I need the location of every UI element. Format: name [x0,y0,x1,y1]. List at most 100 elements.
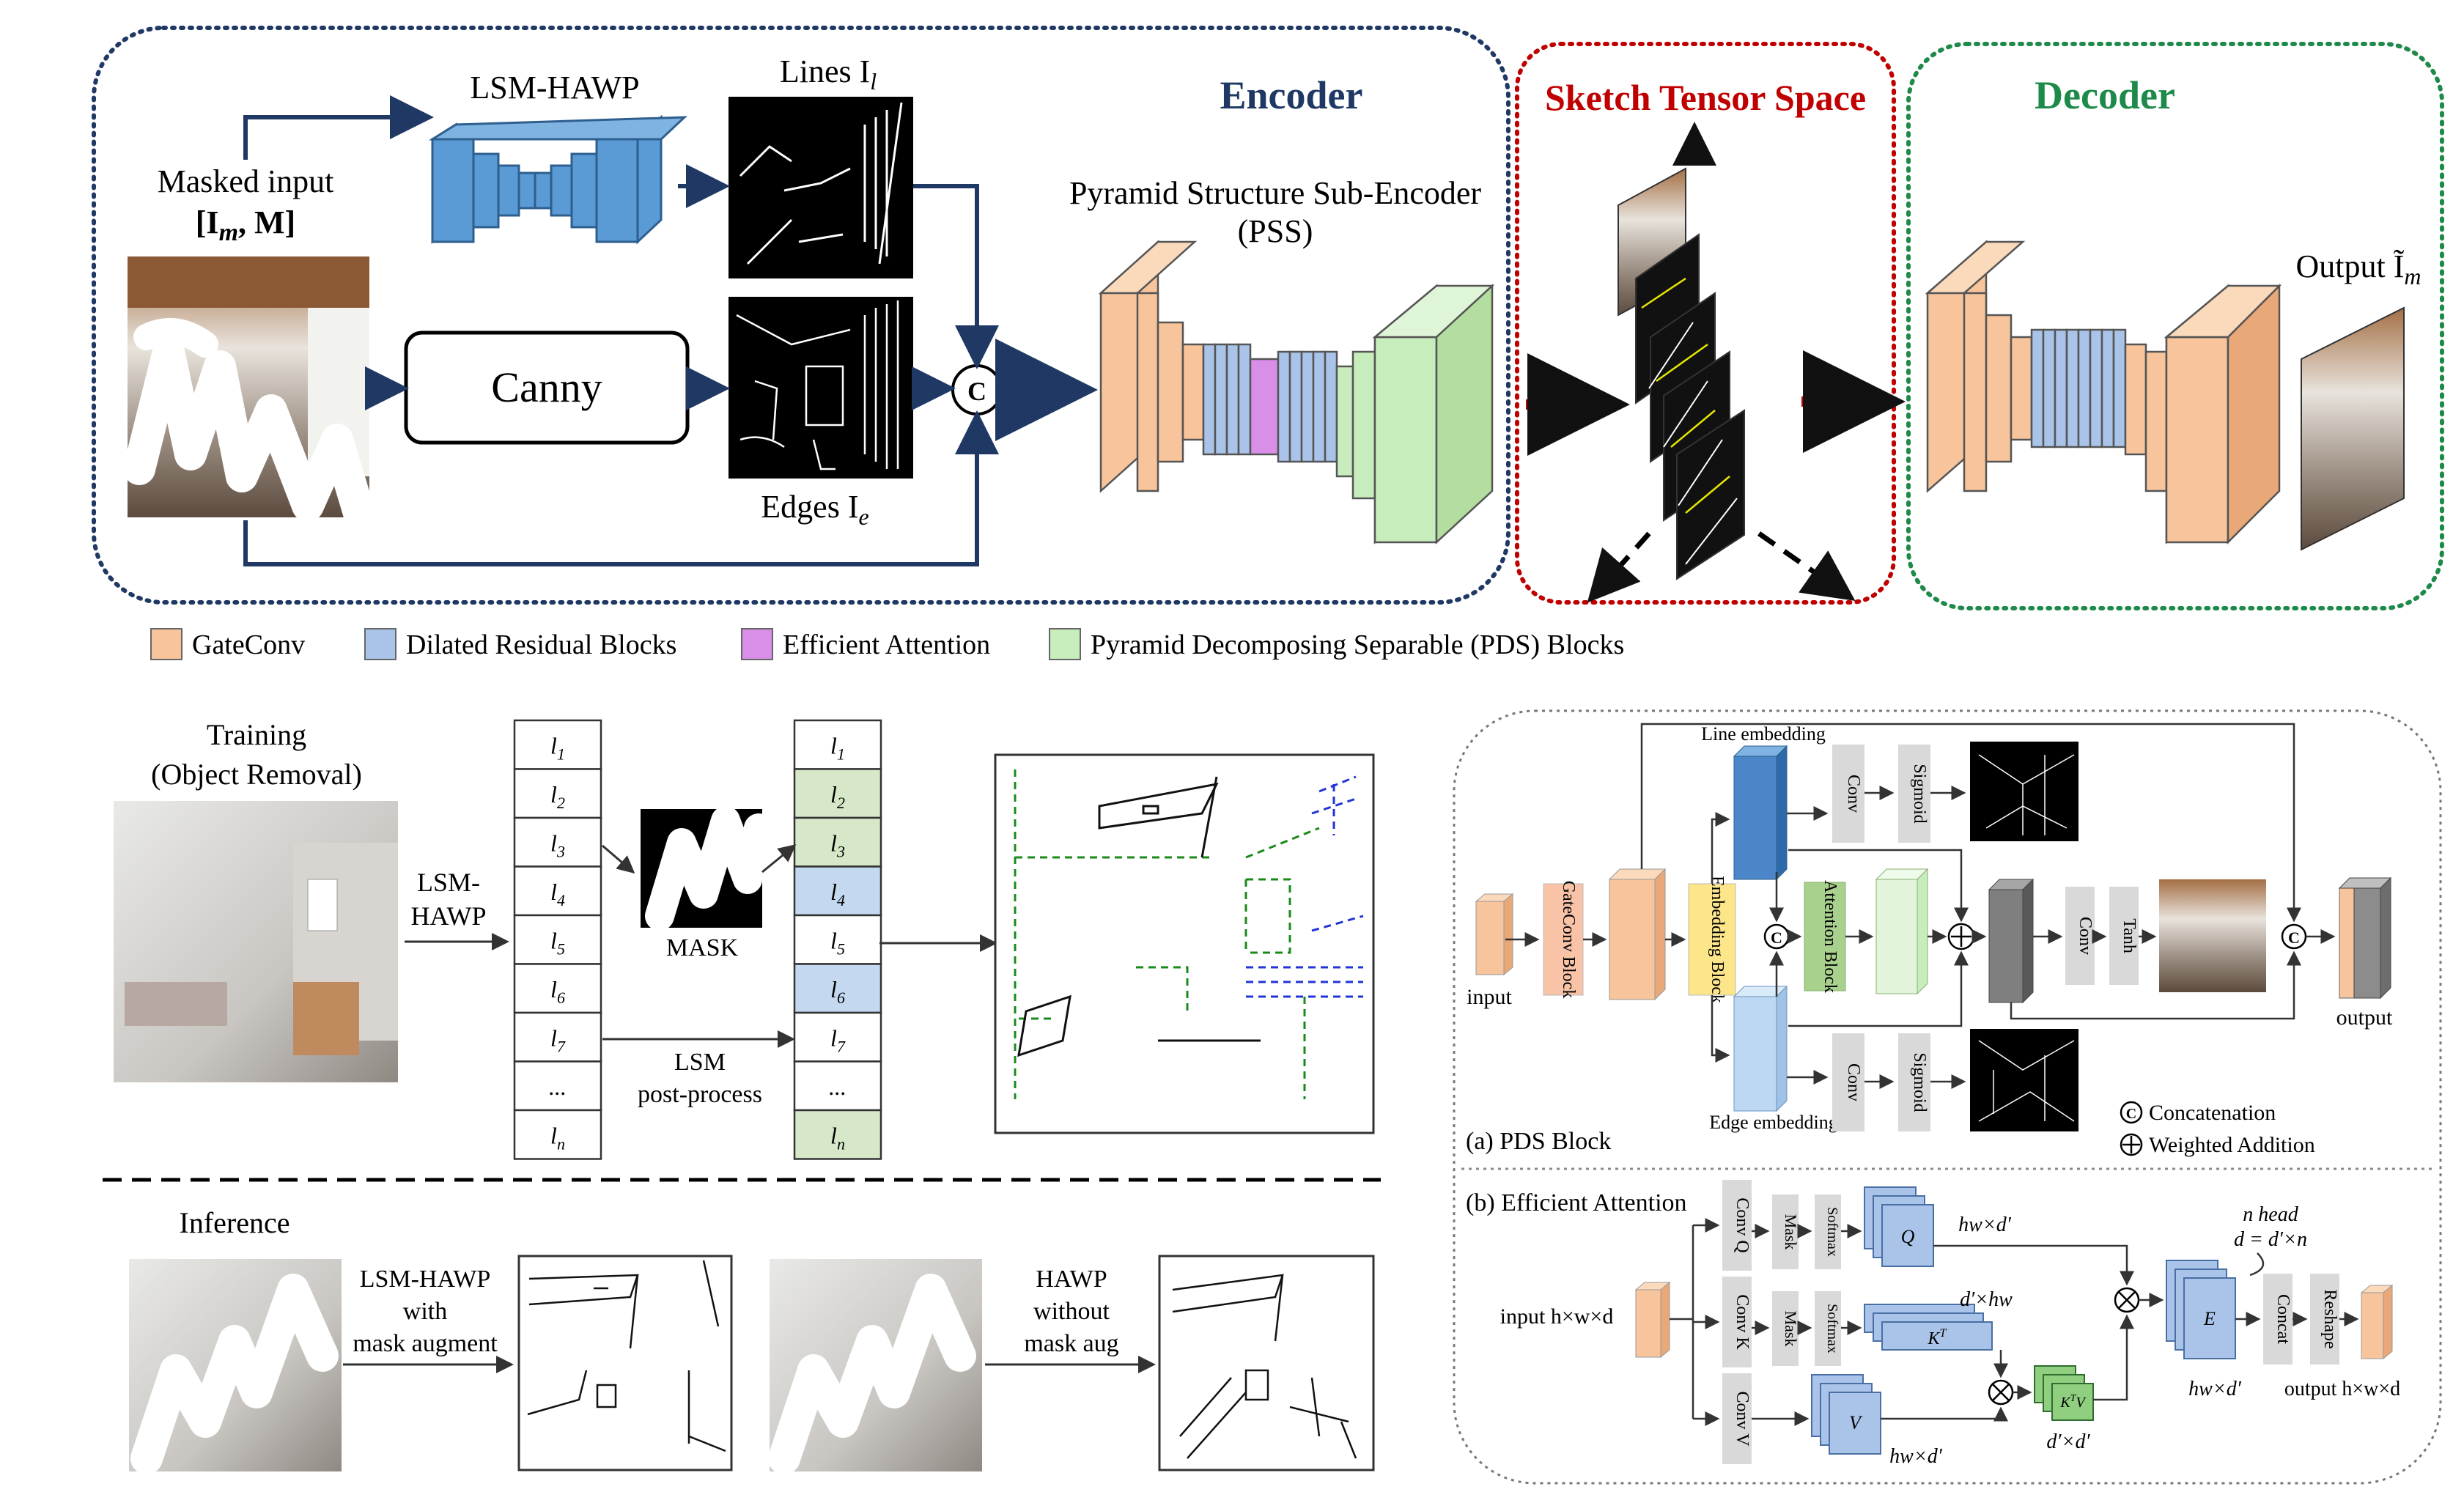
encoder-panel: Encoder [92,26,1511,605]
list-cell [793,914,882,965]
line-embedding-block [1733,745,1788,881]
edge-sigmoid [1898,1033,1930,1131]
edge-sigmoid-label: Sigmoid [1910,1052,1929,1112]
list-cell [513,963,602,1014]
ea-softmax-q: Softmax [1824,1207,1840,1257]
ea-e-stack [2166,1260,2236,1359]
pds-attention-block [1804,882,1846,991]
ea-caption: (b) Efficient Attention [1466,1189,1687,1216]
legend-swatch [741,628,773,660]
ea-ktv-label: KTV [2059,1393,2087,1411]
list-cell [513,1011,602,1063]
inference-lines-2 [1158,1255,1375,1471]
ea-ktv-stack [2034,1365,2094,1421]
list-cell [513,865,602,917]
ea-n-head: n head [2243,1203,2298,1226]
output-label: Output Ĩm [2296,248,2421,289]
pds-mid-block [1608,868,1667,1001]
pss-label-1: Pyramid Structure Sub-Encoder [1069,175,1481,211]
mask-label: MASK [666,934,739,961]
list-cell-label: l2 [550,781,565,812]
legend-item: Dilated Residual Blocks [364,628,676,660]
list-cell-label: l3 [550,830,565,860]
pds-gateconv-block [1543,883,1584,996]
pds-output-concat-symbol: C [2288,928,2300,947]
ea-input-block [1634,1281,1671,1359]
inference-image-1 [129,1259,342,1474]
pds-gateconv-label: GateConv Block [1559,881,1578,999]
ea-e-label: E [2203,1308,2216,1329]
decoder-network [1925,240,2282,545]
pds-weighted-addition-label: Weighted Addition [2149,1133,2315,1157]
list-cell-label: l5 [830,927,845,958]
pds-concatenation-label: Concatenation [2149,1101,2276,1125]
ea-q-label: Q [1901,1226,1915,1247]
ea-kt-label: KT [1928,1327,1947,1348]
lsm-hawp-network [428,114,687,245]
ea-q-stack [1864,1186,1934,1267]
decoder-title: Decoder [2035,73,2175,117]
list-cell [513,1060,602,1112]
list-cell-label: l6 [830,976,845,1007]
pds-tanh [2109,887,2139,985]
lines-label: Lines Il [780,53,877,95]
pds-input-label: input [1467,985,1512,1009]
pss-network [1098,240,1495,544]
pds-conv-label: Conv [2076,917,2095,955]
sketch-arrows [1526,122,1906,603]
list-cell-label: l7 [830,1024,846,1055]
legend: GateConv Dilated Residual Blocks Efficient… [150,628,1624,660]
training-image [114,801,398,1082]
ea-output-label: output h×w×d [2284,1378,2400,1400]
ea-softmax-k: Softmax [1824,1304,1840,1353]
pds-legend-add [2120,1133,2143,1156]
pds-output-block [2338,876,2392,1000]
sketch-title: Sketch Tensor Space [1545,77,1866,118]
ea-reshape-box [2310,1274,2339,1364]
edges-label: Edges Ie [761,489,868,530]
legend-item: Efficient Attention [741,628,990,660]
list-cell-label: l6 [550,976,565,1007]
list-cell-label: ln [550,1122,565,1153]
concat-symbol: C [967,377,986,406]
pds-tanh-label: Tanh [2120,918,2139,953]
ea-conv-v: Conv V [1733,1392,1752,1447]
inf-lsm-1: LSM-HAWP [360,1266,491,1293]
pds-legend-concat: C [2120,1101,2143,1124]
pds-embedding-label: Embedding Block [1708,876,1727,1003]
list-cell [793,1109,882,1160]
mask-image [641,806,773,931]
inference-title: Inference [180,1206,290,1239]
list-cell-label: l1 [550,732,565,763]
mask-arrow-in [602,844,635,874]
canny-label: Canny [491,363,602,411]
ea-concat-box [2263,1274,2293,1364]
ea-q-dim: hw×d′ [1958,1214,2012,1236]
pds-concat-symbol: C [1771,928,1782,947]
ea-connectors [1670,1218,2359,1426]
edge-conv-label: Conv [1844,1063,1863,1101]
ea-v-label: V [1849,1412,1863,1433]
list-cell-label: l4 [830,879,845,909]
list-cell-label: l2 [830,781,845,812]
pds-embedding-block [1688,883,1736,996]
list-cell [793,1011,882,1063]
ea-mask-k: Mask [1782,1311,1800,1347]
inf-hawp-2: without [1033,1298,1110,1325]
pds-output-label: output [2336,1005,2393,1030]
ea-mask-q: Mask [1782,1214,1800,1250]
pss-label-2: (PSS) [1238,213,1313,249]
legend-label: Dilated Residual Blocks [406,629,676,660]
line-sketch-thumb [1970,742,2078,841]
list-cell [513,1109,602,1160]
line-conv [1832,745,1864,843]
legend-label: GateConv [192,629,305,660]
pds-input-block [1475,893,1514,976]
ea-v-dim: hw×d′ [1889,1445,1943,1468]
top-arrows [243,95,1098,566]
line-conv-label: Conv [1844,775,1863,813]
inf-lsm-3: mask augment [353,1330,498,1357]
edge-embedding-label: Edge embedding [1709,1112,1837,1133]
